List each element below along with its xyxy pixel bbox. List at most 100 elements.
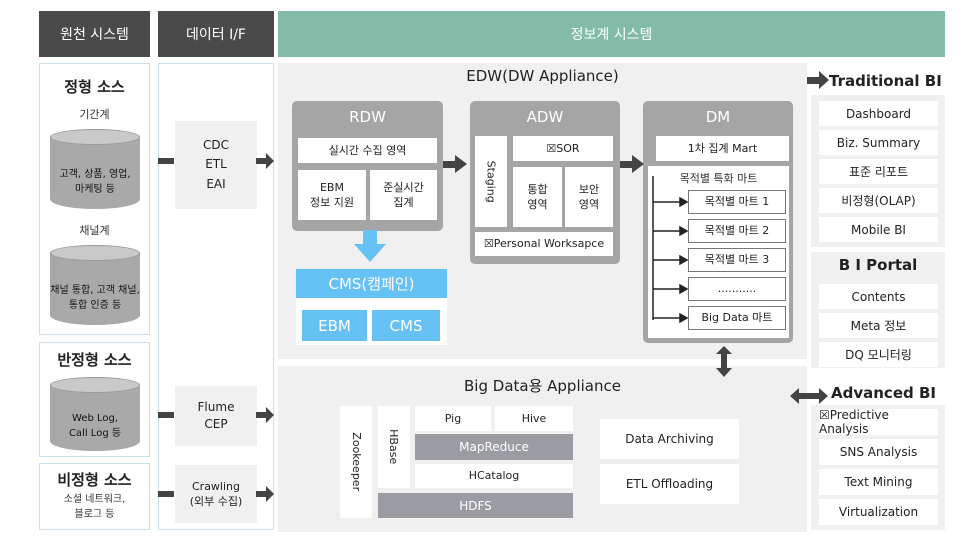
- pig-box: Pig: [415, 406, 491, 431]
- hive-box: Hive: [495, 406, 573, 431]
- bi-menu-item[interactable]: DQ 모니터링: [819, 342, 938, 367]
- bi-menu-item[interactable]: Virtualization: [819, 499, 938, 525]
- structured-title: 정형 소스: [64, 78, 125, 96]
- rdw-title: RDW: [349, 108, 386, 126]
- channel-system-label: 채널계: [79, 224, 110, 237]
- arrow-bigdata-advanced-icon: [790, 388, 828, 404]
- mart-arrowhead-icon: [679, 312, 689, 324]
- bi-portal-title: B I Portal: [838, 256, 918, 274]
- unstructured-title: 비정형 소스: [57, 471, 132, 489]
- security-area-box: 보안 영역: [565, 167, 613, 227]
- bi-menu-item[interactable]: ☒Predictive Analysis: [819, 408, 938, 436]
- interface-panel: CDC ETL EAI Flume CEP Crawling (외부 수집): [158, 63, 274, 530]
- sor-box: ☒SOR: [513, 136, 613, 161]
- core-system-label: 기간계: [79, 108, 110, 121]
- bi-menu-item[interactable]: Text Mining: [819, 469, 938, 495]
- cms-title: CMS(캠페인): [296, 269, 447, 298]
- etl-offloading-box: ETL Offloading: [600, 464, 739, 504]
- channel-system-db-icon: 채널 통합, 고객 채널, 통합 인증 등: [50, 245, 140, 325]
- purpose-mart-box: Big Data 마트: [688, 306, 786, 330]
- near-realtime-box: 준실시간 집계: [370, 170, 437, 220]
- adw-title: ADW: [526, 108, 564, 126]
- core-system-items: 고객, 상품, 영업, 마케팅 등: [59, 169, 131, 195]
- bi-menu-item[interactable]: Contents: [819, 284, 938, 309]
- first-agg-mart-box: 1차 집계 Mart: [656, 136, 789, 161]
- bigdata-title: Big Data용 Appliance: [464, 377, 621, 395]
- header-info-label: 정보계 시스템: [570, 27, 653, 43]
- mart-arrowhead-icon: [679, 254, 689, 266]
- bi-menu-item[interactable]: Dashboard: [819, 101, 938, 126]
- staging-box: Staging: [475, 136, 507, 227]
- realtime-collection-box: 실시간 수집 영역: [298, 138, 437, 163]
- semi-db-icon: Web Log, Call Log 등: [50, 377, 140, 451]
- cms-ebm-box: EBM: [302, 310, 367, 341]
- bi-menu-item[interactable]: Biz. Summary: [819, 130, 938, 155]
- arrow-flume-bigdata-icon: [256, 407, 274, 423]
- edw-title: EDW(DW Appliance): [466, 67, 619, 85]
- header-interface-label: 데이터 I/F: [186, 27, 246, 43]
- semi-title: 반정형 소스: [57, 351, 132, 369]
- bi-menu-item[interactable]: Mobile BI: [819, 217, 938, 242]
- structured-source-panel: 정형 소스 기간계 고객, 상품, 영업, 마케팅 등 채널계 채널 통합, 고…: [39, 63, 150, 335]
- semi-items: Web Log, Call Log 등: [68, 413, 122, 439]
- bi-menu-item[interactable]: Meta 정보: [819, 313, 938, 338]
- arrow-adw-dm-icon: [620, 155, 644, 173]
- cdc-etl-eai-box: CDC ETL EAI: [175, 121, 257, 209]
- hbase-box: HBase: [378, 406, 410, 488]
- purpose-mart-box: 목적별 마트 1: [688, 190, 786, 214]
- bi-menu-item[interactable]: 비정형(OLAP): [819, 188, 938, 213]
- arrow-cdc-edw-icon: [256, 153, 274, 169]
- arrow-rdw-cms-icon: [354, 230, 386, 262]
- ebm-support-box: EBM 정보 지원: [298, 170, 366, 220]
- mart-arrowhead-icon: [679, 196, 689, 208]
- purpose-mart-box: 목적별 마트 3: [688, 248, 786, 272]
- advanced-bi-title: Advanced BI: [831, 384, 936, 402]
- arrow-dm-bigdata-icon: [716, 346, 732, 377]
- purpose-mart-box: 목적별 마트 2: [688, 219, 786, 243]
- arrow-crawl-bigdata-icon: [256, 486, 274, 502]
- hcatalog-box: HCatalog: [415, 464, 573, 488]
- integrated-area-box: 통합 영역: [513, 167, 562, 227]
- hdfs-bar: HDFS: [378, 493, 573, 518]
- mapreduce-bar: MapReduce: [415, 434, 573, 460]
- arrow-unstructured-crawl: [158, 491, 174, 497]
- mart-arrowhead-icon: [679, 283, 689, 295]
- personal-workspace-box: ☒Personal Worksapce: [475, 232, 613, 256]
- unstructured-panel: 비정형 소스 소셜 네트워크, 블로그 등: [39, 463, 150, 530]
- special-mart-label: 목적별 특화 마트: [679, 172, 758, 185]
- unstructured-items: 소셜 네트워크, 블로그 등: [63, 494, 126, 520]
- semi-structured-panel: 반정형 소스 Web Log, Call Log 등: [39, 342, 150, 457]
- header-source-label: 원천 시스템: [60, 27, 129, 43]
- edw-panel: EDW(DW Appliance) RDW 실시간 수집 영역 EBM 정보 지…: [278, 63, 807, 359]
- bi-menu-item[interactable]: SNS Analysis: [819, 439, 938, 465]
- crawling-box: Crawling (외부 수집): [175, 465, 257, 523]
- flume-cep-box: Flume CEP: [175, 386, 257, 446]
- header-source: 원천 시스템: [39, 11, 150, 57]
- special-mart-area: 목적별 특화 마트 목적별 마트 1 목적별 마트 2 목적별 마트 3......…: [648, 166, 789, 338]
- arrow-rdw-adw-icon: [443, 155, 467, 173]
- traditional-bi-title: Traditional BI: [829, 72, 942, 90]
- rdw-block: RDW 실시간 수집 영역 EBM 정보 지원 준실시간 집계: [292, 101, 443, 231]
- bigdata-panel: Big Data용 Appliance Zookeeper HBase Pig …: [278, 366, 807, 532]
- core-system-db-icon: 고객, 상품, 영업, 마케팅 등: [50, 129, 140, 209]
- data-archiving-box: Data Archiving: [600, 419, 739, 459]
- adw-block: ADW Staging ☒SOR 통합 영역 보안 영역 ☒Personal W…: [470, 101, 620, 264]
- cms-block: CMS(캠페인) EBM CMS: [296, 269, 447, 345]
- cms-cms-box: CMS: [372, 310, 440, 341]
- arrow-source-cdc: [158, 158, 174, 164]
- zookeeper-box: Zookeeper: [340, 406, 372, 518]
- channel-system-items: 채널 통합, 고객 채널, 통합 인증 등: [50, 285, 140, 311]
- purpose-mart-box: ...........: [688, 277, 786, 301]
- arrow-semi-flume: [158, 412, 174, 418]
- dm-block: DM 1차 집계 Mart 목적별 특화 마트 목적별 마트 1 목적별 마트 2…: [643, 101, 793, 343]
- bi-menu-item[interactable]: 표준 리포트: [819, 159, 938, 184]
- header-info-system: 정보계 시스템: [278, 11, 945, 57]
- dm-title: DM: [705, 108, 731, 126]
- arrow-edw-traditional-icon: [807, 71, 829, 89]
- mart-arrowhead-icon: [679, 225, 689, 237]
- header-interface: 데이터 I/F: [158, 11, 274, 57]
